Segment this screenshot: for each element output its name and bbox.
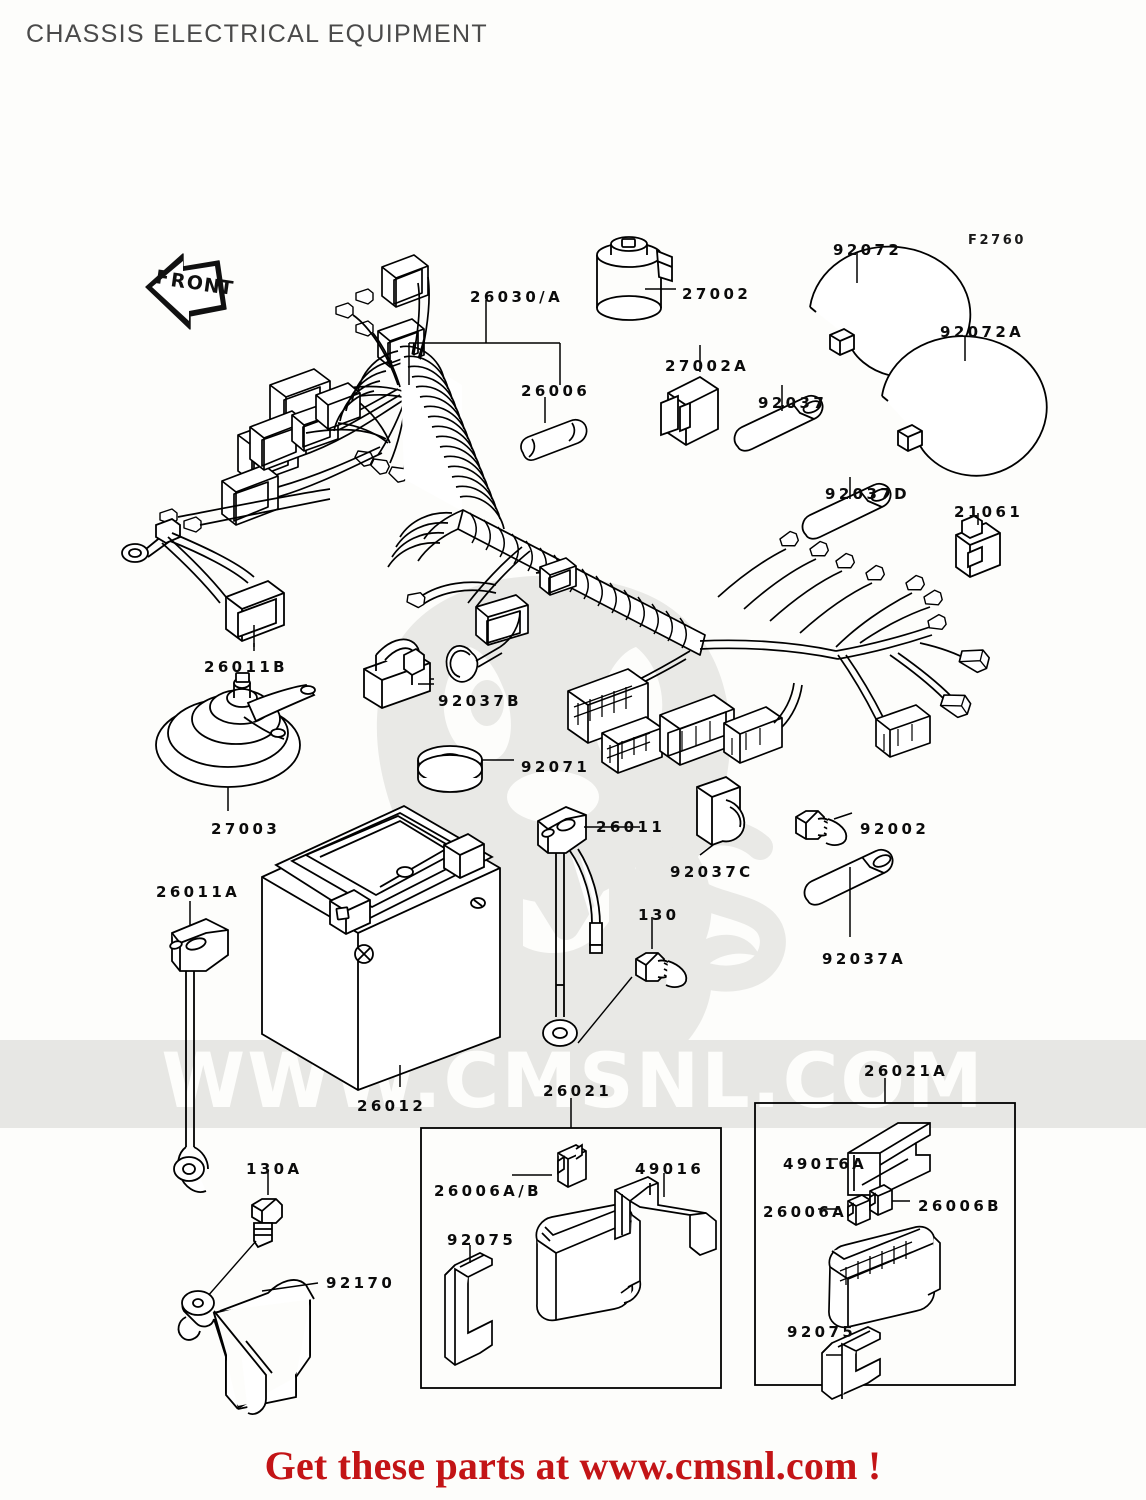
part-label-26011: 26011: [596, 818, 666, 836]
part-label-92037d: 92037D: [825, 485, 911, 503]
svg-text:O: O: [185, 271, 205, 295]
page-title: CHASSIS ELECTRICAL EQUIPMENT: [26, 20, 488, 48]
part-label-130: 130: [638, 906, 680, 924]
part-label-92072: 92072: [833, 241, 903, 259]
part-label-92072a: 92072A: [940, 323, 1025, 341]
part-label-26012: 26012: [357, 1097, 427, 1115]
part-26011A: [169, 918, 229, 1193]
parts-diagram: WWW.CMSNL.COM F R O N T: [0, 55, 1146, 1435]
part-27003: [155, 672, 316, 788]
part-92037: [733, 394, 824, 452]
part-label-26006a: 26006A: [763, 1203, 848, 1221]
leader-92037C: [699, 844, 714, 856]
part-label-27002: 27002: [682, 285, 752, 303]
part-92037B: [363, 638, 431, 709]
footer-promo-text: Get these parts at www.cmsnl.com !: [264, 1443, 882, 1488]
assembly-line-130: [577, 976, 633, 1044]
part-92037A: [803, 848, 894, 906]
part-92037C: [696, 775, 746, 846]
part-label-27003: 27003: [211, 820, 281, 838]
exploded-parts-drawing: WWW.CMSNL.COM F R O N T: [0, 236, 1146, 1415]
leader-92170: [261, 1282, 319, 1292]
svg-text:N: N: [202, 274, 222, 298]
part-130: [635, 952, 688, 988]
part-label-92037a: 92037A: [822, 950, 907, 968]
part-label-21061: 21061: [954, 503, 1024, 521]
part-label-27002a: 27002A: [665, 357, 750, 375]
part-label-26011b: 26011B: [204, 658, 289, 676]
part-label-92075: 92075: [447, 1231, 517, 1249]
part-21061: [955, 514, 1001, 579]
part-label-92037b: 92037B: [438, 692, 523, 710]
part-label-f2760: F2760: [968, 233, 1027, 248]
watermark-url: WWW.CMSNL.COM: [161, 1036, 984, 1125]
wiring-harness-26030: [159, 254, 992, 774]
part-26011B: [121, 517, 285, 643]
part-27002A: [660, 375, 719, 447]
svg-text:R: R: [169, 269, 188, 293]
svg-text:T: T: [218, 276, 235, 300]
part-label-26006ab: 26006A/B: [434, 1182, 542, 1200]
group-box-26021: [420, 1098, 722, 1389]
part-92170: [177, 1279, 315, 1415]
part-26011: [537, 806, 603, 1047]
part-92002: [795, 810, 848, 846]
part-label-26030a: 26030/A: [470, 288, 564, 306]
front-arrow-icon: F R O N T: [145, 253, 235, 330]
group-box-26021A: [754, 1078, 1016, 1400]
part-26012: [261, 804, 501, 1091]
part-92071: [417, 745, 483, 793]
part-label-49016: 49016: [635, 1160, 705, 1178]
part-26006: [520, 418, 588, 462]
part-label-92037c: 92037C: [670, 863, 754, 881]
part-label-26006b: 26006B: [918, 1197, 1003, 1215]
part-label-26006: 26006: [521, 382, 591, 400]
part-label-130a: 130A: [246, 1160, 303, 1178]
part-label-49016a: 49016A: [783, 1155, 868, 1173]
part-label-92037: 92037: [758, 394, 828, 412]
part-label-26021: 26021: [543, 1082, 613, 1100]
part-92037D: [801, 482, 892, 540]
callout-bracket-26030: [408, 300, 561, 385]
leader-92002: [833, 812, 853, 820]
part-27002: [596, 236, 673, 321]
part-label-92002: 92002: [860, 820, 930, 838]
part-label-26011a: 26011A: [156, 883, 241, 901]
part-92072A: [881, 335, 1048, 477]
part-label-26021a: 26021A: [864, 1062, 949, 1080]
part-label-92075: 92075: [787, 1323, 857, 1341]
svg-text:F: F: [154, 266, 171, 290]
part-130A: [251, 1198, 283, 1249]
part-label-92071: 92071: [521, 758, 591, 776]
part-label-92170: 92170: [326, 1274, 396, 1292]
